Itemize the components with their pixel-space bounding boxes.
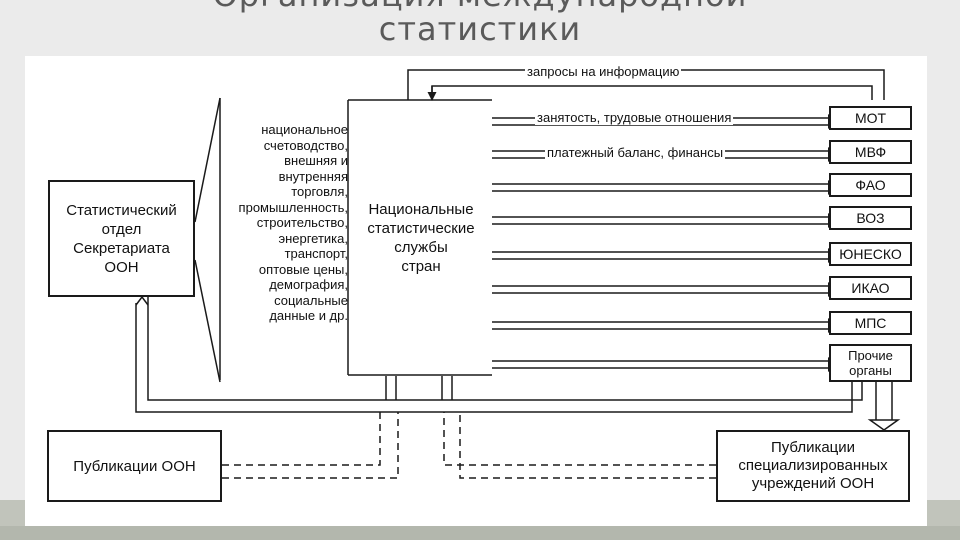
flow-label-payments: платежный баланс, финансы — [545, 145, 726, 160]
title-line-2: статистики — [378, 10, 582, 48]
publications-specialized-box: Публикации специализированных учреждений… — [716, 430, 910, 502]
org-label-mot: МОТ — [854, 110, 887, 126]
org-box-ikao: ИКАО — [829, 276, 912, 300]
org-label-ikao: ИКАО — [851, 280, 890, 296]
org-box-unesco: ЮНЕСКО — [829, 242, 912, 266]
org-label-mvf: МВФ — [854, 144, 887, 160]
requests-label: запросы на информацию — [525, 64, 682, 79]
publications-specialized-label: Публикации специализированных учреждений… — [738, 439, 888, 492]
national-services-label: Национальные статистические службы стран — [367, 200, 475, 275]
wedge-line-top — [194, 97, 221, 223]
title-line-1: Организация международной — [0, 0, 960, 12]
flow-label-employment: занятость, трудовые отношения — [535, 110, 734, 125]
statistics-domains-list: национальное счетоводство, внешняя и вну… — [238, 122, 348, 323]
org-label-mps: МПС — [854, 315, 887, 331]
publications-uno-box: Публикации ООН — [47, 430, 222, 502]
publications-uno-label: Публикации ООН — [73, 457, 196, 475]
stat-dept-label: Статистический отдел Секретариата ООН — [66, 201, 177, 276]
org-box-fao: ФАО — [829, 173, 912, 197]
org-label-fao: ФАО — [855, 177, 886, 193]
org-label-unesco: ЮНЕСКО — [839, 246, 902, 262]
org-box-mps: МПС — [829, 311, 912, 335]
org-box-mot: МОТ — [829, 106, 912, 130]
org-label-other: Прочие органы — [848, 348, 893, 378]
wedge-line-bottom — [194, 259, 221, 383]
national-services-box: Национальные статистические службы стран — [350, 100, 492, 375]
org-box-mvf: МВФ — [829, 140, 912, 164]
org-label-voz: ВОЗ — [856, 210, 885, 226]
dashed-connectors — [222, 412, 716, 479]
stat-dept-box: Статистический отдел Секретариата ООН — [48, 180, 195, 297]
slide-title: Организация международной статистики — [0, 0, 960, 46]
org-box-other: Прочие органы — [829, 344, 912, 382]
org-box-voz: ВОЗ — [829, 206, 912, 230]
